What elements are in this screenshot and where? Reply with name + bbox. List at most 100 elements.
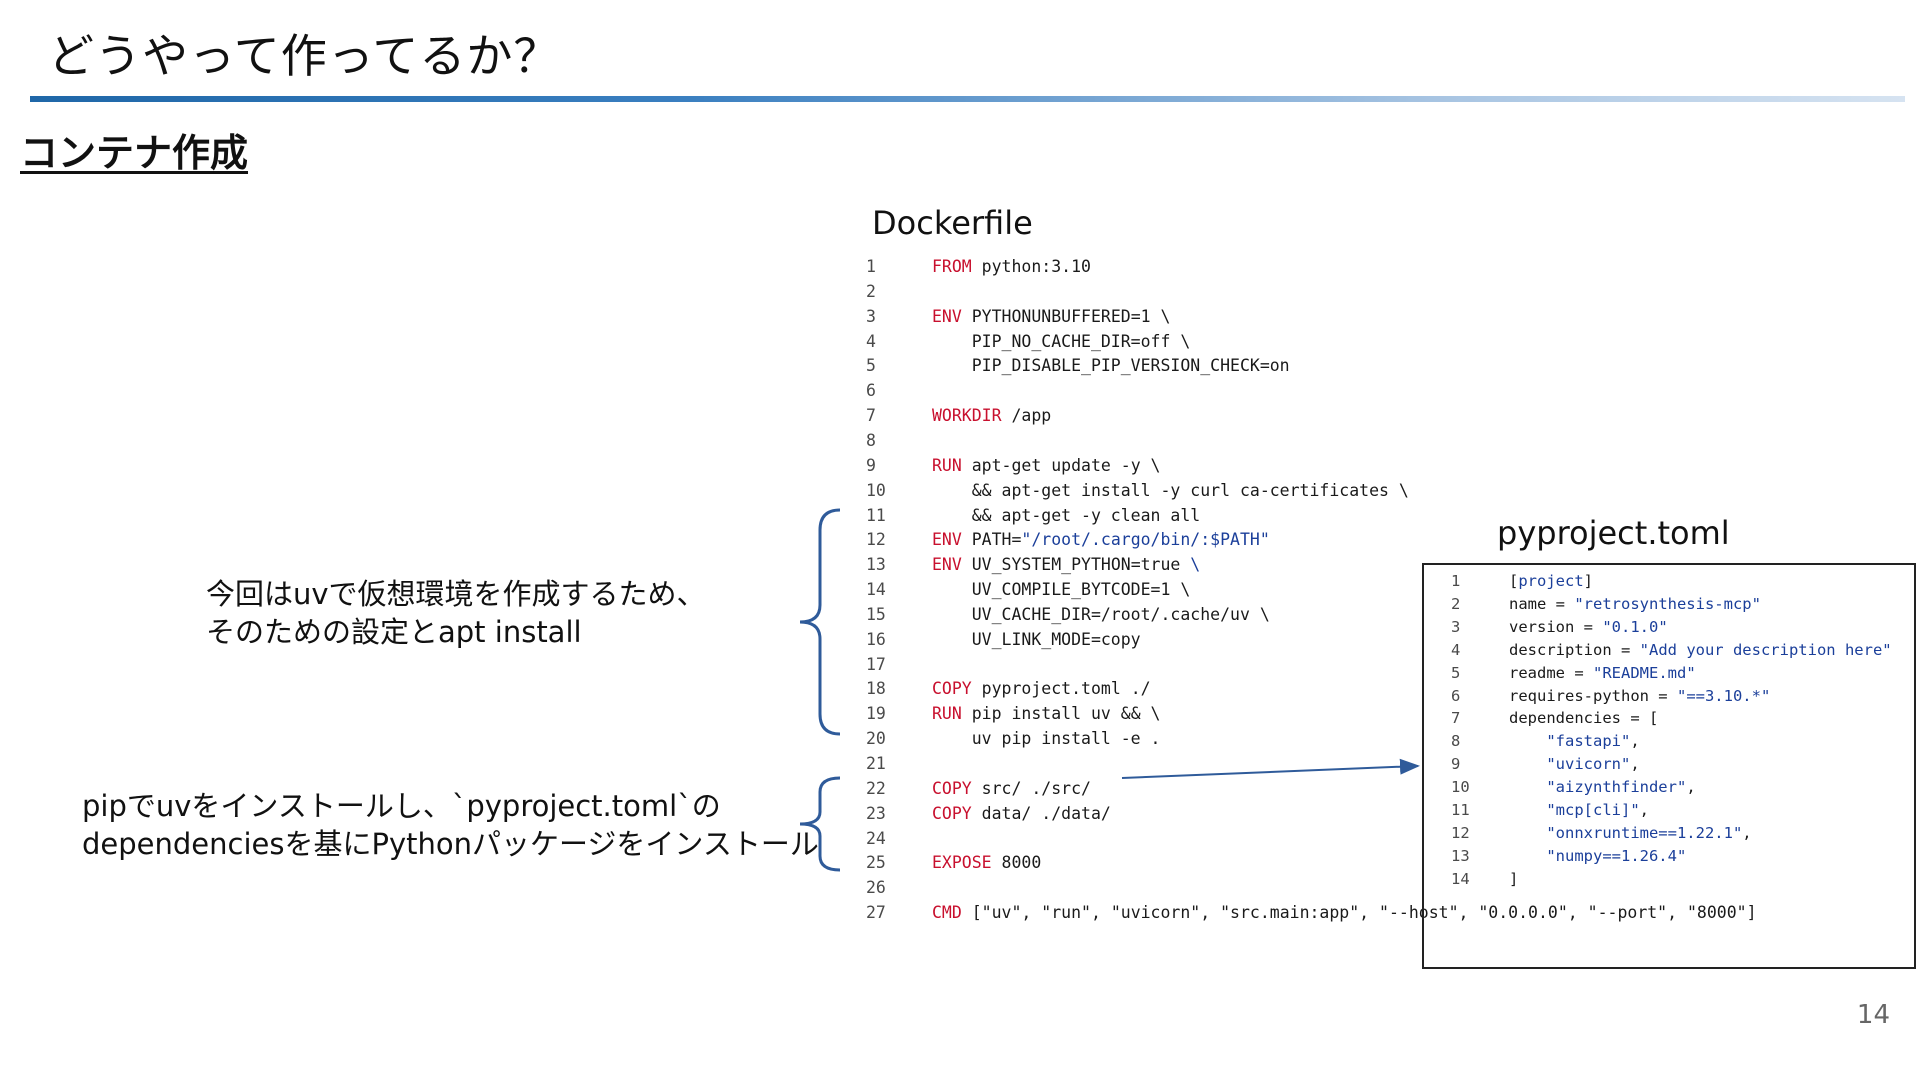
dockerfile-line-number: 4: [866, 331, 876, 351]
pyproject-line: 1[project]: [1451, 569, 1593, 593]
dockerfile-code-token: WORKDIR: [932, 406, 1002, 426]
annotation-uv-setup-line-2: そのための設定とapt install: [206, 615, 582, 649]
dockerfile-line: 18 COPY pyproject.toml ./: [866, 677, 1151, 701]
dockerfile-code-token: PYTHONUNBUFFERED=1 \: [961, 306, 1171, 326]
dockerfile-code-token: EXPOSE: [932, 853, 992, 873]
dockerfile-line: 26: [866, 876, 932, 900]
dockerfile-line-number: 18: [866, 679, 886, 699]
dockerfile-line-number: 19: [866, 704, 886, 724]
arrow-copy-to-pyproject: [1121, 758, 1420, 779]
dockerfile-line-number: 11: [866, 505, 886, 525]
pyproject-code-token: "fastapi": [1546, 732, 1631, 751]
pyproject-line-number: 10: [1451, 778, 1470, 797]
pyproject-line-number: 3: [1451, 617, 1461, 636]
dockerfile-line: 14 UV_COMPILE_BYTCODE=1 \: [866, 578, 1190, 602]
dockerfile-line-number: 24: [866, 828, 886, 848]
pyproject-code-token: name =: [1509, 594, 1575, 613]
annotation-uv-setup-line-1: 今回はuvで仮想環境を作成するため、: [206, 577, 706, 611]
pyproject-code-token: "mcp[cli]": [1546, 801, 1640, 819]
pyproject-code-token: readme =: [1509, 663, 1593, 682]
dockerfile-line: 2: [866, 280, 932, 304]
pyproject-code-token: version =: [1509, 617, 1603, 636]
dockerfile-code-token: src/ ./src/: [971, 778, 1091, 798]
dockerfile-line-number: 21: [866, 754, 886, 773]
brace-lines-18-20: [799, 776, 841, 872]
dockerfile-code-token: \: [1190, 555, 1201, 575]
dockerfile-line: 17: [866, 653, 932, 677]
pyproject-line: 8 "fastapi",: [1451, 729, 1640, 753]
pyproject-code-token: requires-python =: [1509, 686, 1677, 705]
dockerfile-line-number: 9: [866, 455, 876, 475]
pyproject-code-token: "retrosynthesis-mcp": [1574, 594, 1761, 613]
pyproject-code-token: [: [1509, 572, 1519, 590]
dockerfile-line: 21: [866, 752, 932, 776]
dockerfile-line-number: 17: [866, 654, 886, 674]
dockerfile-line-number: 26: [866, 878, 886, 898]
dockerfile-code-token: /app: [1001, 406, 1052, 426]
pyproject-line-number: 13: [1451, 846, 1470, 865]
brace-lines-9-16: [799, 508, 841, 736]
pyproject-code-token: ,: [1742, 823, 1752, 842]
dockerfile-code-token: FROM: [932, 257, 972, 276]
pyproject-line-number: 8: [1451, 732, 1461, 751]
dockerfile-line-number: 16: [866, 629, 886, 649]
pyproject-code-token: "0.1.0": [1602, 617, 1668, 636]
pyproject-line-number: 12: [1451, 823, 1470, 842]
pyproject-code-token: project: [1518, 572, 1584, 590]
dockerfile-code-token: UV_CACHE_DIR=/root/.cache/uv \: [932, 604, 1270, 624]
dockerfile-line-number: 12: [866, 530, 886, 550]
dockerfile-code-token: COPY: [932, 679, 972, 699]
annotation-uv-setup: 今回はuvで仮想環境を作成するため、 そのための設定とapt install: [206, 575, 706, 651]
dockerfile-code-token: && apt-get install -y curl ca-certificat…: [932, 480, 1409, 500]
dockerfile-code-token: ["uv", "run", "uvicorn", "src.main:app",…: [961, 903, 1757, 923]
pyproject-code-token: "onnxruntime==1.22.1": [1546, 823, 1743, 842]
pyproject-line-number: 11: [1451, 801, 1470, 819]
dockerfile-line: 1 FROM python:3.10: [866, 255, 1091, 279]
pyproject-code-token: "README.md": [1593, 663, 1696, 682]
dockerfile-code-token: PATH=: [961, 530, 1022, 550]
pyproject-line: 9 "uvicorn",: [1451, 752, 1640, 776]
dockerfile-line-number: 8: [866, 430, 876, 450]
slide-title: どうやって作ってるか？: [48, 29, 561, 83]
annotation-pip-install-line-1: pipでuvをインストールし、`pyproject.toml`の: [82, 789, 721, 823]
pyproject-code-token: "Add your description here": [1639, 640, 1892, 659]
dockerfile-code-token: ENV: [932, 530, 962, 550]
dockerfile-code-token: python:3.10: [971, 257, 1091, 276]
pyproject-line: 12 "onnxruntime==1.22.1",: [1451, 821, 1752, 845]
dockerfile-line: 7 WORKDIR /app: [866, 404, 1051, 428]
dockerfile-line-number: 6: [866, 381, 876, 401]
dockerfile-code-token: pyproject.toml ./: [971, 679, 1151, 699]
page-number: 14: [1856, 1000, 1890, 1030]
dockerfile-code-token: RUN: [932, 704, 962, 724]
dockerfile-line-number: 1: [866, 257, 876, 276]
dockerfile-code-token: ENV: [932, 555, 962, 575]
pyproject-code-token: ]: [1583, 572, 1594, 590]
dockerfile-line: 11 && apt-get -y clean all: [866, 504, 1200, 528]
pyproject-code-token: ,: [1630, 732, 1640, 751]
pyproject-line: 11 "mcp[cli]",: [1451, 798, 1649, 822]
dockerfile-code-token: ENV: [932, 306, 962, 326]
dockerfile-line-number: 22: [866, 778, 886, 798]
pyproject-line: 3 version = "0.1.0": [1451, 615, 1668, 639]
dockerfile-code-token: PIP_NO_CACHE_DIR=off \: [932, 331, 1191, 351]
dockerfile-line: 10 && apt-get install -y curl ca-certifi…: [866, 479, 1409, 503]
dockerfile-line: 4 PIP_NO_CACHE_DIR=off \: [866, 330, 1190, 354]
dockerfile-line-number: 23: [866, 803, 886, 823]
dockerfile-code-token: 8000: [991, 853, 1042, 873]
dockerfile-line-number: 7: [866, 406, 876, 426]
